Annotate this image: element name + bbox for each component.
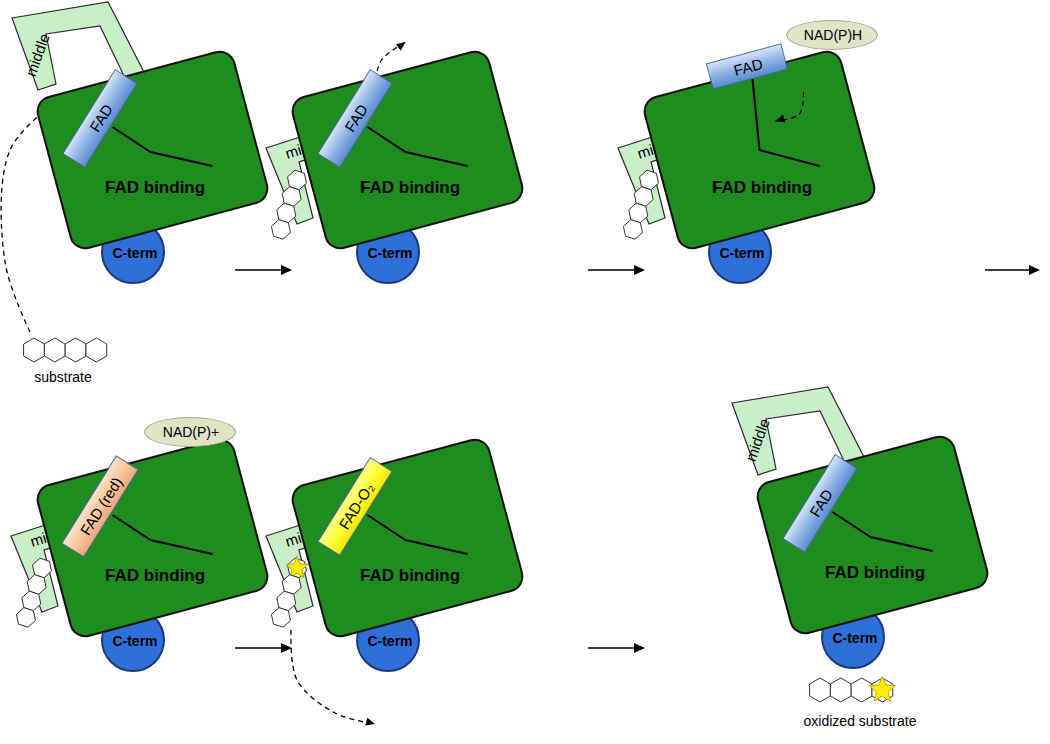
fad-tail-line [741, 68, 819, 180]
node-text: NAD(P)H [804, 28, 862, 43]
fad-tail-line [112, 493, 212, 577]
node-text: FAD binding [104, 567, 204, 586]
arrow-head [634, 265, 645, 275]
fad-tail-line [367, 105, 467, 189]
step-arrow [588, 647, 637, 649]
oxidation-star [869, 676, 895, 701]
node-text: NAD(P)+ [163, 425, 219, 440]
substrate-rings [810, 676, 896, 702]
cofactor-ellipse: NAD(P)H [786, 20, 878, 50]
step-arrow [985, 269, 1032, 271]
fad-tail-line [832, 490, 932, 574]
hexagon-ring [830, 678, 851, 702]
hexagon-ring [810, 678, 831, 702]
dashed-path [368, 42, 413, 80]
arrow-head [1029, 265, 1040, 275]
arrow-head [395, 42, 406, 52]
node-text: C-term [719, 246, 764, 261]
node-text: C-term [832, 631, 877, 646]
arrow-head [281, 643, 292, 653]
cofactor-ellipse: NAD(P)+ [144, 417, 236, 447]
arrow-head [281, 265, 292, 275]
node-text: C-term [112, 634, 157, 649]
arrow-head [634, 643, 645, 653]
cofactor-tail [642, 50, 876, 251]
hexagon-ring [271, 220, 290, 240]
hexagon-ring [16, 608, 35, 628]
fad-tail-line [112, 105, 212, 189]
substrate-label: oxidized substrate [804, 714, 917, 729]
hexagon-ring [44, 338, 65, 362]
hexagon-ring [86, 338, 107, 362]
node-text: FAD binding [824, 564, 924, 583]
substrate-label: substrate [34, 370, 92, 385]
step-arrow [235, 647, 284, 649]
fad-tail-line [367, 493, 467, 577]
hexagon-ring [65, 338, 86, 362]
node-text: FAD binding [711, 179, 811, 198]
node-text: C-term [367, 246, 412, 261]
node-text: C-term [112, 246, 157, 261]
hexagon-ring [623, 220, 642, 240]
arrow-head [365, 718, 375, 726]
node-text: FAD binding [359, 567, 459, 586]
dashed-path [770, 92, 809, 122]
step-arrow [588, 269, 637, 271]
fad-binding-domain: FAD binding [640, 47, 879, 253]
hexagon-ring [271, 608, 290, 628]
node-text: FAD binding [104, 179, 204, 198]
node-text: C-term [367, 634, 412, 649]
hexagon-ring [851, 678, 872, 702]
hexagon-ring [24, 338, 45, 362]
node-text: FAD [732, 55, 764, 78]
substrate-rings [24, 338, 107, 362]
arrow-head [774, 115, 785, 125]
step-arrow [235, 269, 284, 271]
node-text: FAD binding [359, 179, 459, 198]
